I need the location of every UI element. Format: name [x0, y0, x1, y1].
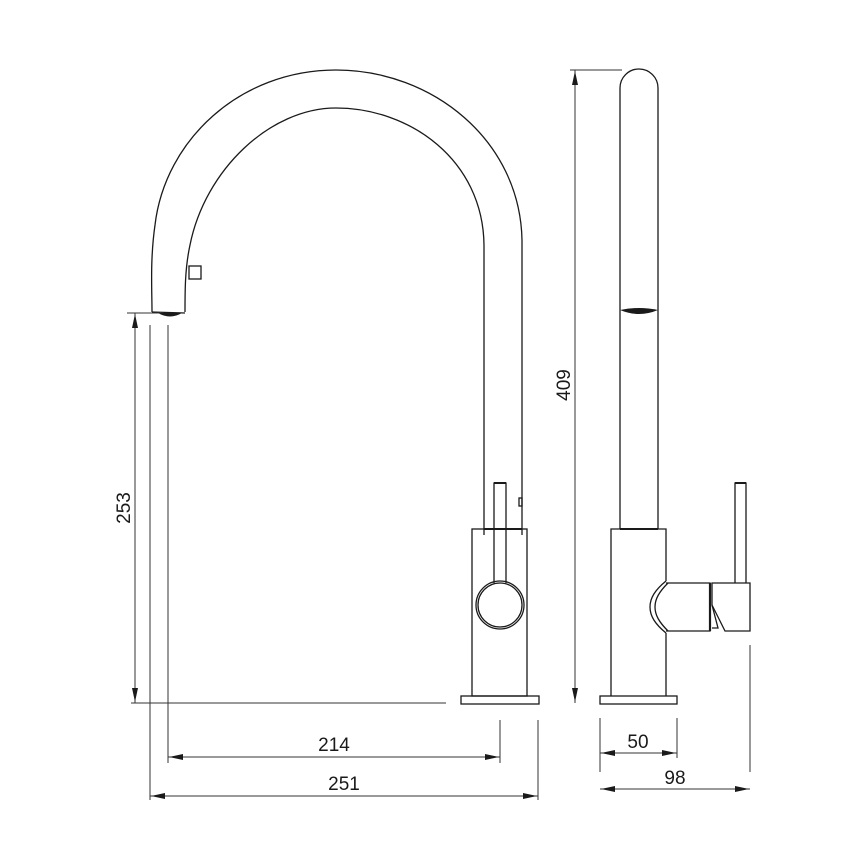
- spout-outer-outline: [150, 69, 523, 535]
- dimension-409: 409: [554, 69, 622, 703]
- dim-label-214: 214: [318, 735, 350, 756]
- lever-handle: [493, 482, 507, 583]
- lever-hub-outer: [475, 580, 525, 630]
- base-plate-front: [460, 695, 540, 705]
- extension-lines-front: [149, 325, 539, 800]
- side-spout-column: [619, 68, 659, 529]
- base-plate-side: [599, 695, 678, 705]
- side-tap-body: [610, 528, 667, 696]
- side-spout-joint: [620, 308, 658, 314]
- side-lever-bevel: [711, 604, 719, 629]
- side-lever-stem: [734, 482, 747, 583]
- dim-label-253: 253: [114, 492, 135, 524]
- dimension-50: 50: [600, 732, 677, 756]
- spout-nozzle: [151, 311, 186, 314]
- extension-lines-side: [599, 645, 751, 772]
- dimension-253: 253: [114, 312, 160, 703]
- side-lever-block: [711, 582, 751, 632]
- front-view: [131, 69, 540, 705]
- side-cartridge-curve-inner: [654, 582, 669, 632]
- tap-body: [471, 528, 528, 697]
- spout-nozzle-aerator: [158, 313, 182, 317]
- dim-label-251: 251: [328, 774, 360, 795]
- side-cartridge: [666, 582, 711, 632]
- side-cartridge-curve: [649, 580, 667, 634]
- spray-button: [188, 265, 202, 280]
- dimension-251: 251: [150, 774, 538, 799]
- dim-label-409: 409: [554, 369, 575, 401]
- dimension-214: 214: [168, 735, 500, 760]
- side-view: [599, 68, 751, 705]
- column-nub: [518, 497, 523, 507]
- spout-inner-outline: [184, 107, 485, 535]
- dimension-98: 98: [600, 768, 750, 792]
- lever-hub-inner: [477, 582, 523, 628]
- dim-label-98: 98: [664, 768, 685, 789]
- dim-label-50: 50: [627, 732, 648, 753]
